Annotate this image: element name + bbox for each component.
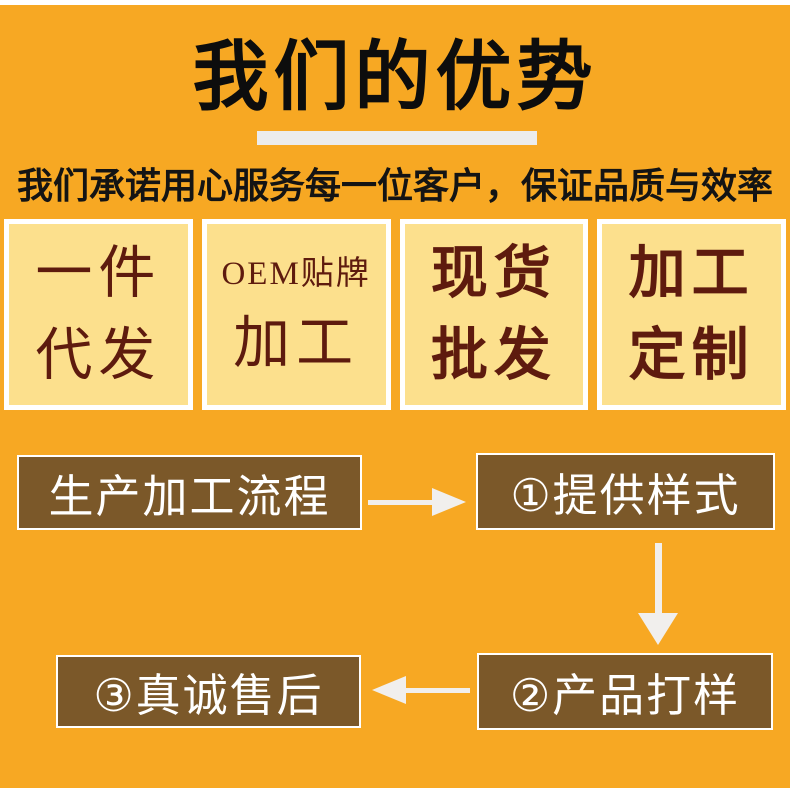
advantage-tile-wholesale: 现货 批发: [399, 219, 589, 410]
title-underline-bar: [257, 131, 537, 145]
advantage-tile-line: OEM贴牌: [221, 255, 371, 292]
advantage-tile-line: 现货: [430, 241, 557, 305]
arrow-left-icon: [372, 676, 470, 704]
arrow-right-icon: [368, 488, 466, 516]
arrow-shaft: [406, 687, 470, 693]
advantage-tile-line: 加工: [233, 311, 360, 375]
page-subtitle: 我们承诺用心服务每一位客户，保证品质与效率: [16, 165, 773, 206]
flow-box-step-1: ①提供样式: [476, 453, 775, 530]
advantage-tile-oem: OEM贴牌 加工: [201, 219, 391, 410]
arrow-head: [638, 613, 678, 645]
advantage-tile-dropshipping: 一件 代发: [4, 219, 193, 410]
advantage-tile-custom: 加工 定制: [597, 219, 786, 410]
advantage-tile-line: 定制: [628, 323, 755, 387]
arrow-down-icon: [632, 543, 684, 645]
page-title: 我们的优势: [192, 35, 598, 120]
advantage-tile-line: 一件: [35, 241, 162, 305]
advantage-tile-line: 代发: [35, 323, 162, 387]
flow-box-process-title: 生产加工流程: [17, 455, 362, 530]
flow-box-step-3: ③真诚售后: [56, 655, 361, 728]
arrow-shaft: [654, 543, 662, 613]
advantages-row: 一件 代发 OEM贴牌 加工 现货 批发 加工 定制: [4, 219, 786, 410]
arrow-head: [372, 676, 406, 704]
arrow-shaft: [368, 499, 432, 505]
flow-box-step-2: ②产品打样: [477, 653, 773, 730]
advantage-tile-line: 加工: [628, 241, 755, 305]
advantage-tile-line: 批发: [430, 323, 557, 387]
arrow-head: [432, 488, 466, 516]
